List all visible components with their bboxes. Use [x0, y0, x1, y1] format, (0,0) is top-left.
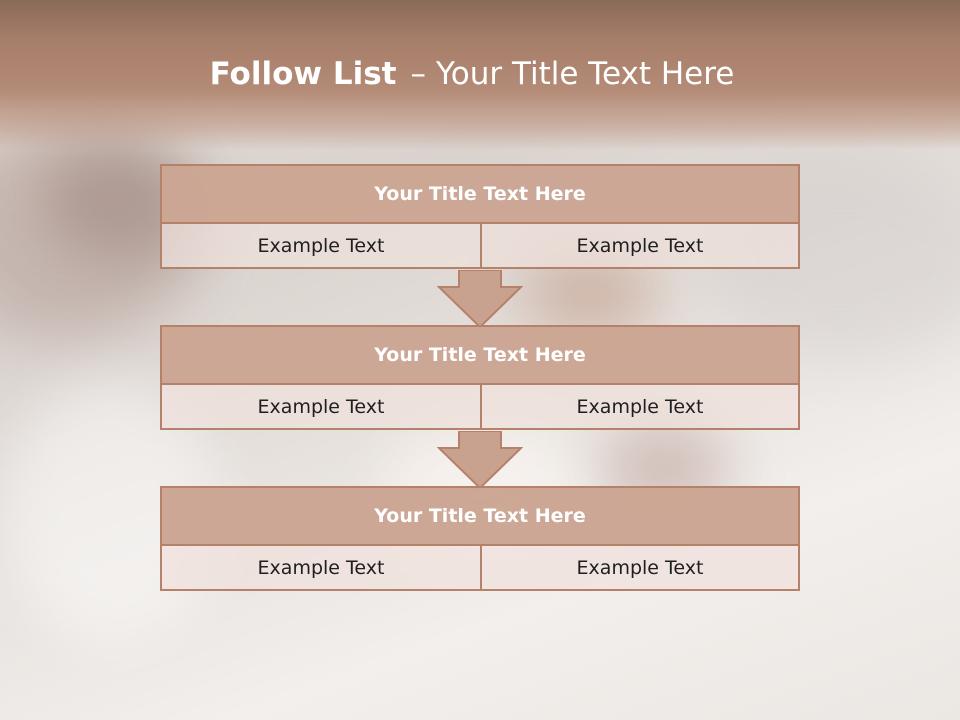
step-block-3: Your Title Text Here Example Text Exampl…: [160, 486, 800, 591]
step-block-2: Your Title Text Here Example Text Exampl…: [160, 325, 800, 430]
page-title: Follow List–Your Title Text Here: [0, 56, 944, 92]
step-title-1: Your Title Text Here: [162, 166, 798, 224]
step-title-3: Your Title Text Here: [162, 488, 798, 546]
title-separator: –: [410, 56, 426, 92]
down-arrow-icon: [437, 270, 523, 328]
step-1-right-text: Example Text: [576, 235, 704, 257]
step-2-left-text: Example Text: [162, 385, 482, 430]
step-title-2: Your Title Text Here: [162, 327, 798, 385]
step-3-left-text: Example Text: [162, 546, 482, 591]
step-2-right-text: Example Text: [576, 396, 704, 418]
step-block-1: Your Title Text Here Example Text Exampl…: [160, 164, 800, 269]
step-1-left-text: Example Text: [162, 224, 482, 269]
step-3-right-text: Example Text: [576, 557, 704, 579]
title-bold: Follow List: [209, 56, 397, 92]
header-band: [0, 0, 960, 150]
down-arrow-icon: [437, 431, 523, 489]
title-rest: Your Title Text Here: [435, 56, 735, 92]
